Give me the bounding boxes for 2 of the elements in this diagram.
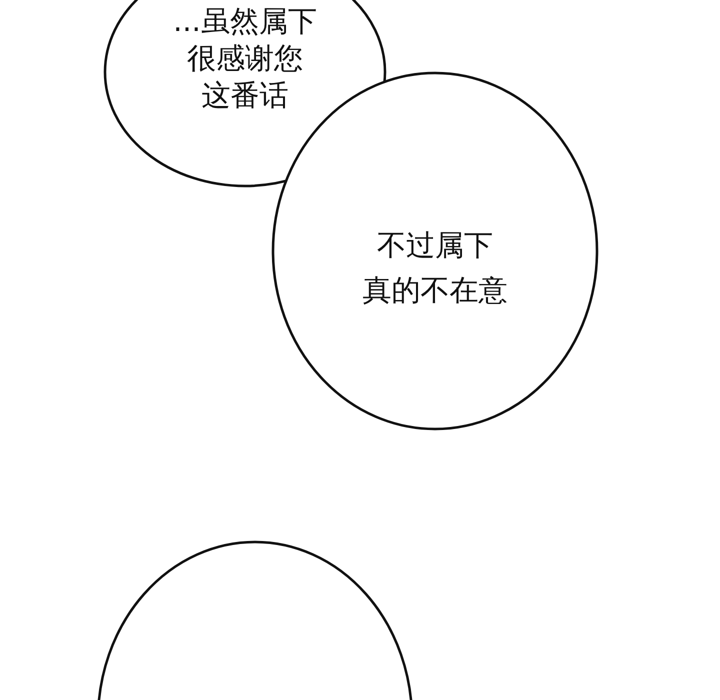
speech-text: ...虽然属下很感谢您这番话: [173, 2, 317, 114]
speech-text: 不过属下真的不在意: [362, 227, 508, 309]
